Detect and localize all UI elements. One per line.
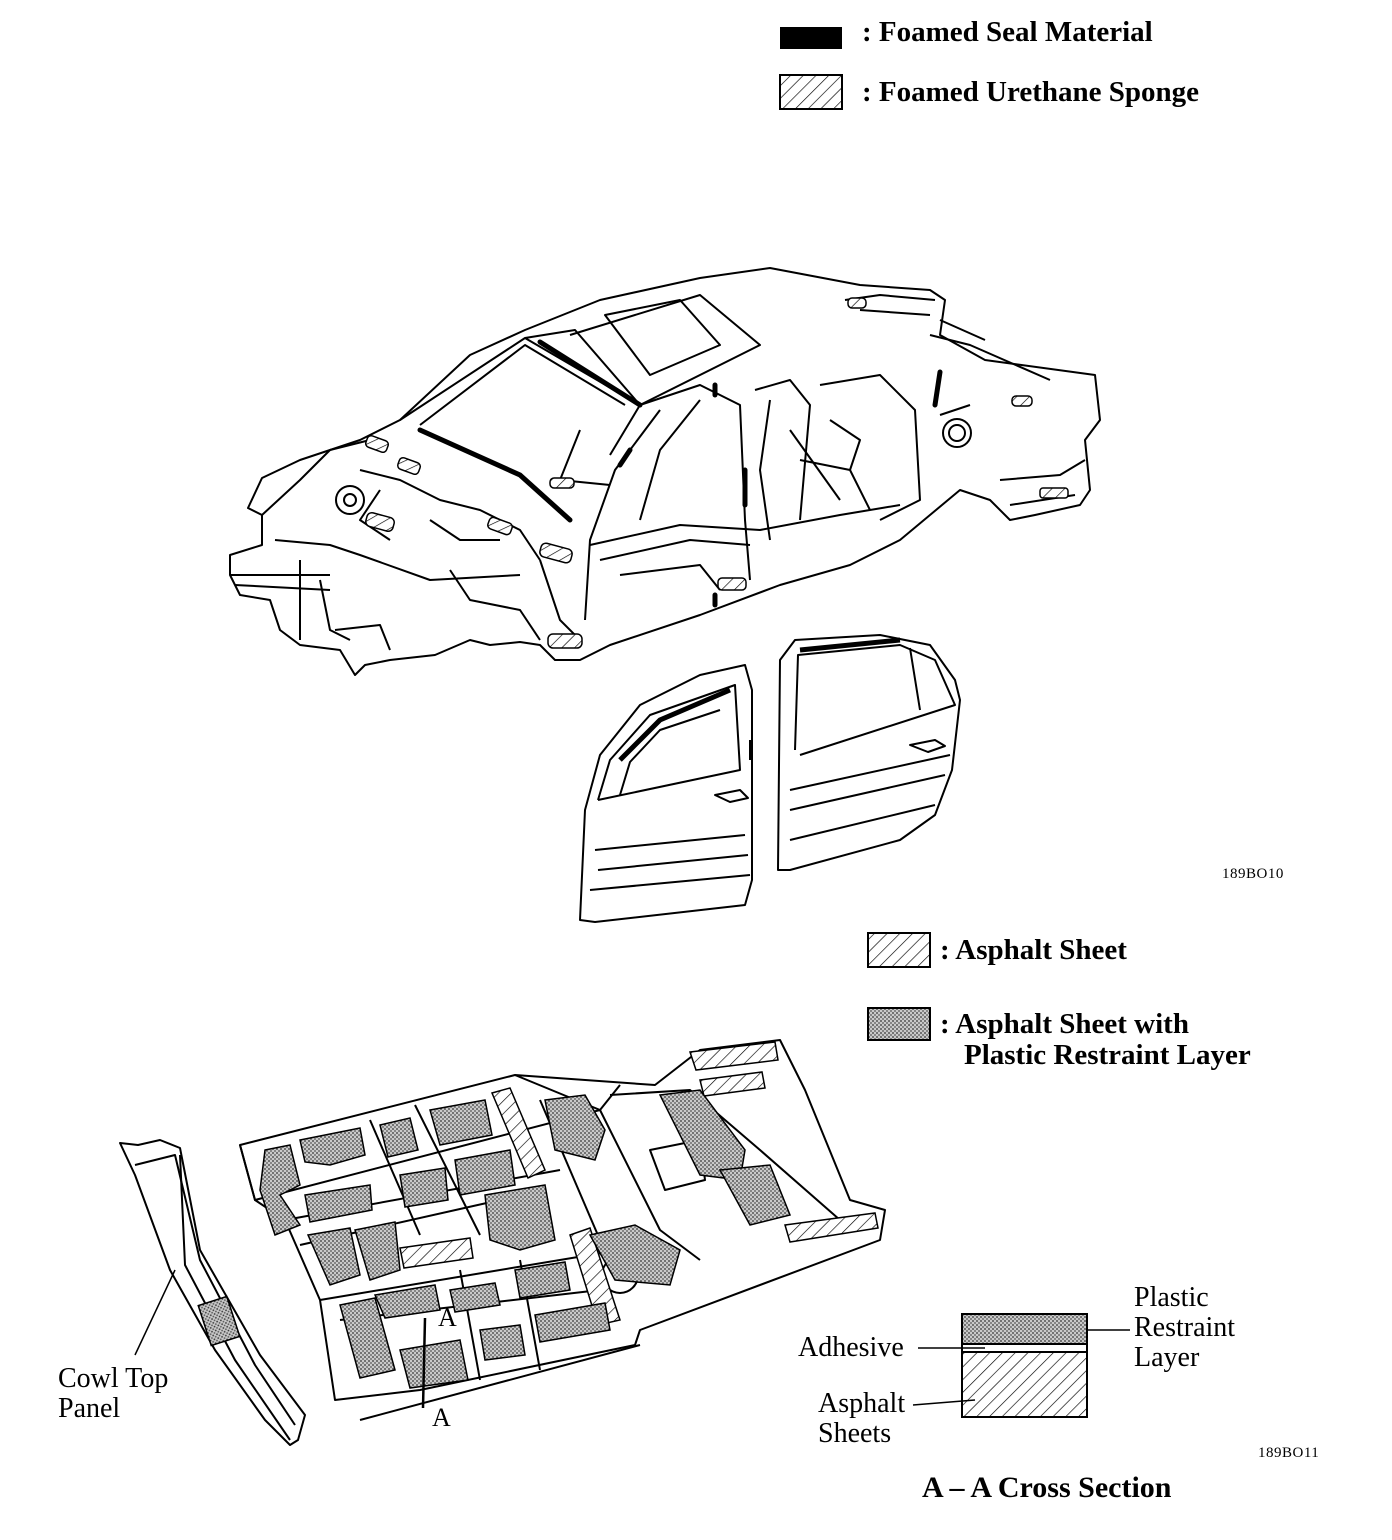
legend-asphalt-plastic-line2: Plastic Restraint Layer bbox=[964, 1039, 1251, 1071]
asphalt-label-line1: Asphalt bbox=[818, 1388, 906, 1419]
legend-swatch-urethane-sponge bbox=[779, 74, 843, 110]
section-line-a bbox=[421, 1317, 427, 1409]
legend-foamed-seal-label: : Foamed Seal Material bbox=[862, 16, 1153, 48]
floor-asphalt-plastic-pads bbox=[259, 1089, 792, 1389]
asphalt-sheets-label: Asphalt Sheets bbox=[818, 1389, 905, 1449]
plastic-label-line2: Restraint bbox=[1134, 1312, 1236, 1343]
cowl-label-line2: Panel bbox=[58, 1393, 121, 1424]
adhesive-label: Adhesive bbox=[798, 1332, 904, 1363]
cowl-asphalt-pad bbox=[197, 1295, 241, 1347]
legend-asphalt-plastic-line1: : Asphalt Sheet with bbox=[940, 1008, 1189, 1040]
cowl-top-panel-label: Cowl Top Panel bbox=[58, 1364, 168, 1424]
cross-section-asphalt bbox=[961, 1351, 1088, 1418]
legend-urethane-sponge-label: : Foamed Urethane Sponge bbox=[862, 76, 1199, 108]
section-mark-top: A bbox=[438, 1303, 457, 1332]
legend-swatch-asphalt-sheet bbox=[867, 932, 931, 968]
legend-swatch-asphalt-plastic bbox=[867, 1007, 931, 1041]
plastic-restraint-label: Plastic Restraint Layer bbox=[1134, 1283, 1235, 1373]
cowl-label-line1: Cowl Top bbox=[58, 1363, 169, 1394]
foamed-seal-strips bbox=[417, 339, 943, 608]
legend-swatch-foamed-seal bbox=[780, 27, 842, 49]
legend-asphalt-plastic-label: : Asphalt Sheet with Plastic Restraint L… bbox=[940, 1009, 1251, 1071]
cowl-leader bbox=[134, 1269, 176, 1356]
section-mark-bottom: A bbox=[432, 1403, 451, 1432]
car-body-shell bbox=[229, 267, 1101, 676]
plastic-label-line3: Layer bbox=[1134, 1342, 1200, 1373]
rear-door-seal bbox=[799, 637, 901, 653]
asphalt-leader bbox=[912, 1399, 976, 1406]
front-door-seal bbox=[618, 687, 731, 762]
legend-asphalt-sheet-label: : Asphalt Sheet bbox=[940, 934, 1127, 966]
figure-id-body: 189BO10 bbox=[1222, 866, 1284, 882]
front-door bbox=[579, 664, 753, 923]
rear-door bbox=[777, 634, 961, 871]
plastic-label-line1: Plastic bbox=[1134, 1282, 1209, 1313]
asphalt-label-line2: Sheets bbox=[818, 1418, 892, 1449]
cross-section-title: A – A Cross Section bbox=[922, 1471, 1172, 1504]
urethane-sponge-pads bbox=[364, 297, 1069, 649]
floor-asphalt-strips bbox=[399, 1041, 879, 1326]
figure-id-floor: 189BO11 bbox=[1258, 1445, 1320, 1461]
cross-section-plastic-layer bbox=[961, 1313, 1088, 1345]
